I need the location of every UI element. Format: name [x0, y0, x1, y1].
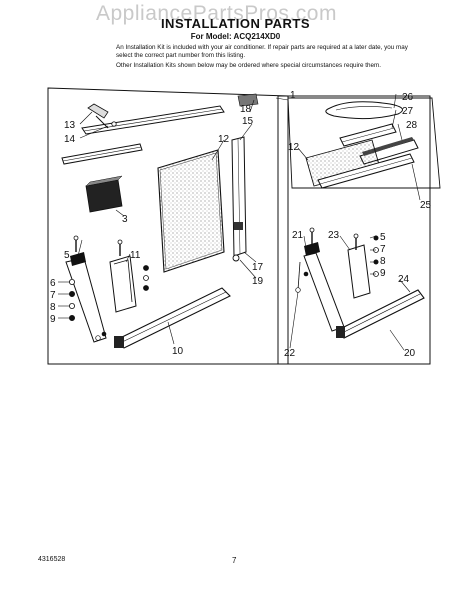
- note-included-kit: An Installation Kit is included with you…: [116, 44, 408, 59]
- callout-10: 10: [172, 346, 184, 357]
- sill-rail: [114, 287, 231, 349]
- seal-kit-outline: [287, 97, 441, 189]
- left-hardware: [95, 331, 107, 341]
- seal-26: [325, 101, 403, 120]
- right-sill-rail: [336, 289, 425, 339]
- watermark: AppliancePartsPros.com: [96, 2, 337, 25]
- callout-18: 18: [240, 104, 252, 115]
- callout-25: 25: [420, 200, 432, 211]
- support-bracket: [109, 239, 149, 313]
- callout-12-seal: 12: [288, 142, 300, 153]
- callout-3: 3: [122, 214, 128, 225]
- callout-24: 24: [398, 274, 410, 285]
- leader-lines: [58, 93, 421, 351]
- callout-21: 21: [292, 230, 304, 241]
- callout-28: 28: [406, 120, 418, 131]
- callout-9-left: 9: [50, 314, 56, 325]
- right-bracket: [295, 227, 345, 332]
- callout-13: 13: [64, 120, 76, 131]
- bracket-13: [87, 103, 109, 129]
- seal-27: [339, 123, 397, 147]
- callout-26: 26: [402, 92, 414, 103]
- callout-9-right: 9: [380, 268, 386, 279]
- callout-17: 17: [252, 262, 264, 273]
- callout-8-left: 8: [50, 302, 56, 313]
- callout-19: 19: [252, 276, 264, 287]
- callout-22: 22: [284, 348, 296, 359]
- model-line: For Model: ACQ214XD0: [190, 32, 281, 41]
- callout-labels: 1 13 14 3 5 6 7 8 9 10 11 12 18 15 17 19…: [50, 90, 432, 359]
- curtain-panel: [157, 149, 225, 273]
- callout-12-panel: 12: [218, 134, 230, 145]
- seal-rail-25: [317, 153, 415, 189]
- callout-15: 15: [242, 116, 254, 127]
- document-number: 4316528: [38, 556, 66, 563]
- note-other-kits: Other Installation Kits shown below may …: [116, 62, 381, 69]
- callout-7-right: 7: [380, 244, 386, 255]
- side-rail: [61, 143, 143, 165]
- callout-1: 1: [290, 90, 296, 101]
- callout-14: 14: [64, 134, 76, 145]
- page-title: INSTALLATION PARTS: [160, 16, 311, 31]
- callout-5-left: 5: [64, 250, 70, 261]
- right-support: [347, 233, 379, 299]
- callout-23: 23: [328, 230, 340, 241]
- curtain-frame: [231, 136, 247, 257]
- alt-kit-outline: [277, 95, 431, 365]
- screw-19: [232, 254, 240, 262]
- callout-27: 27: [402, 106, 414, 117]
- callout-5-right: 5: [380, 232, 386, 243]
- callout-11: 11: [130, 250, 141, 261]
- callout-7-left: 7: [50, 290, 56, 301]
- screw-14: [111, 121, 117, 127]
- foam-block: [85, 175, 123, 213]
- callout-6: 6: [50, 278, 56, 289]
- callout-8-right: 8: [380, 256, 386, 267]
- left-bracket: [65, 235, 107, 343]
- page-number: 7: [232, 556, 237, 565]
- callout-20: 20: [404, 348, 416, 359]
